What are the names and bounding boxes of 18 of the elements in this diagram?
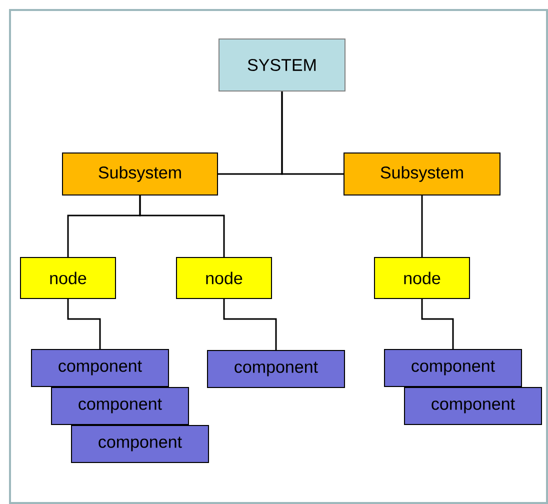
subsystem-box: Subsystem (62, 152, 218, 196)
component-box: component (404, 387, 542, 425)
component-box: component (51, 387, 189, 425)
node-box: node (374, 257, 470, 299)
component-box: component (384, 349, 522, 387)
node-box: node (176, 257, 272, 299)
connector-line (421, 299, 454, 349)
component-box: component (71, 425, 209, 463)
system-box: SYSTEM (218, 38, 346, 92)
connector-line (223, 299, 277, 350)
connector-line (67, 299, 101, 349)
connector-line (139, 196, 225, 257)
node-box: node (20, 257, 116, 299)
connector-line (281, 92, 344, 175)
subsystem-box: Subsystem (344, 152, 500, 196)
component-box: component (207, 350, 345, 388)
connector-line (421, 196, 423, 257)
component-box: component (31, 349, 169, 387)
